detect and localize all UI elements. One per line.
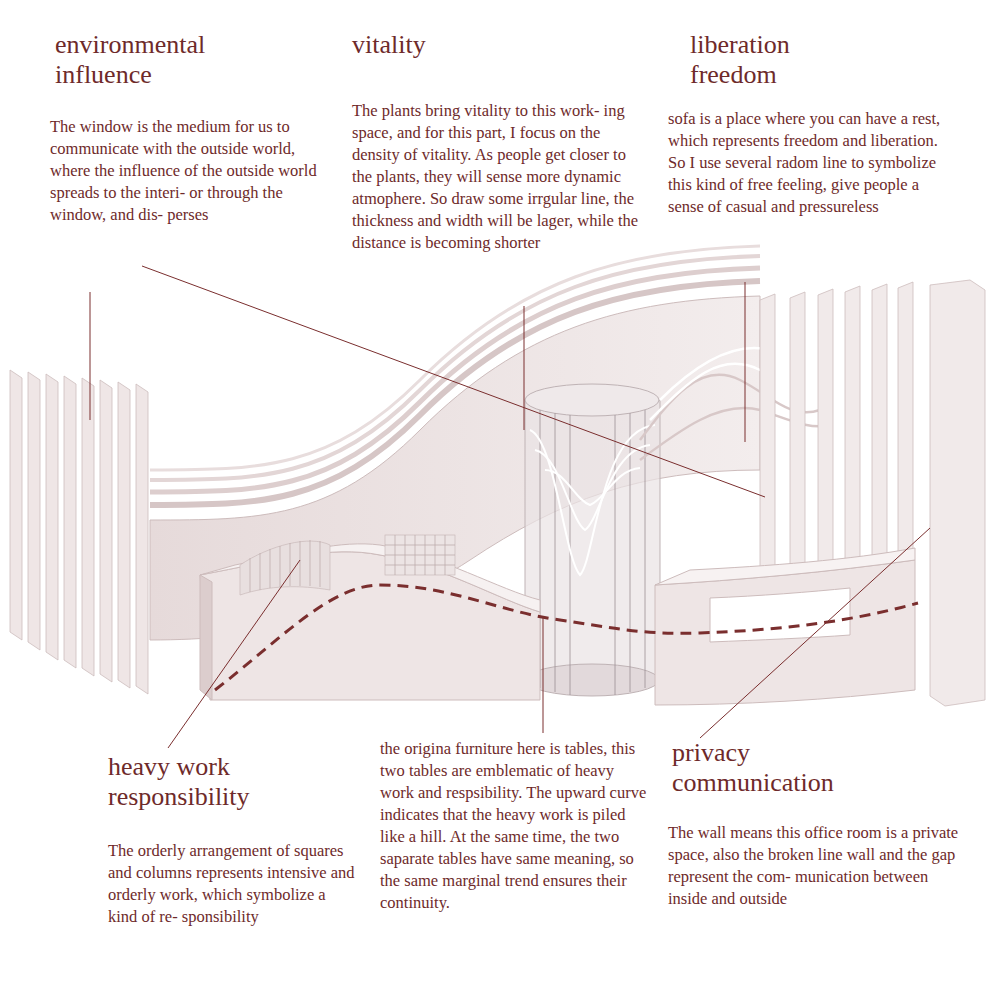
section-heading: heavy work responsibility: [108, 752, 318, 812]
annotation-text: The window is the medium for us to commu…: [50, 116, 335, 226]
section-heading: vitality: [352, 30, 552, 60]
section-heading: liberation freedom: [690, 30, 840, 90]
annotation-text: The plants bring vitality to this work- …: [352, 100, 647, 254]
annotation-text: The wall means this office room is a pri…: [668, 822, 968, 910]
plant-cylinder: [525, 384, 660, 696]
annotation-text: the origina furniture here is tables, th…: [380, 738, 650, 914]
annotation-text: The orderly arrangement of squares and c…: [108, 840, 358, 928]
leader-lines: [90, 266, 930, 748]
annotation-text: sofa is a place where you can have a res…: [668, 108, 953, 218]
continuity-curve: [215, 585, 918, 690]
column-grid: [240, 535, 455, 595]
window-slats: [10, 370, 148, 694]
section-heading: privacy communication: [672, 738, 892, 798]
sofa-block: [655, 548, 915, 705]
section-heading: environmental influence: [55, 30, 275, 90]
